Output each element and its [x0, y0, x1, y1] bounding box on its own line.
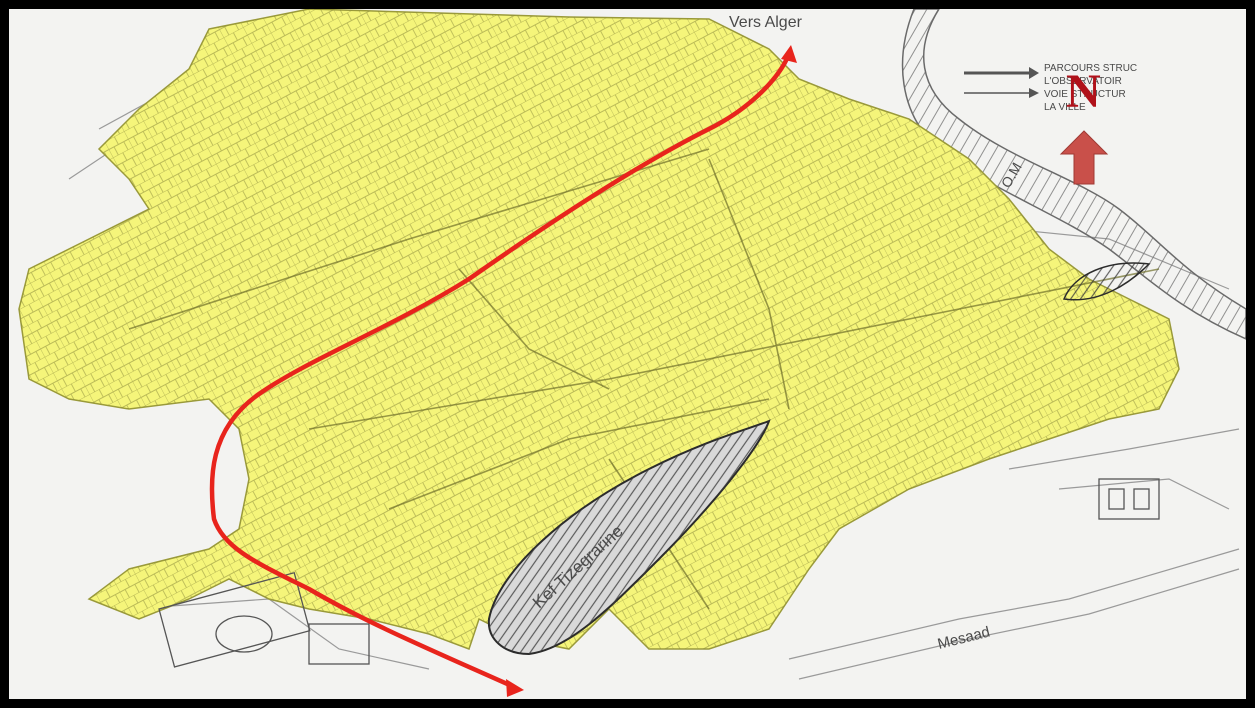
legend: PARCOURS STRUC L'OBSERVATOIR VOIE STRUCT…: [964, 63, 1137, 113]
urban-blocks: [19, 9, 1179, 649]
north-arrow-icon: [1059, 130, 1109, 185]
stadium-complex: [158, 571, 370, 668]
town-map: O.M Kef Tizegrarine Mesaad Vers Alger: [18, 9, 1246, 697]
legend-line-1: PARCOURS STRUC: [1044, 63, 1137, 74]
legend-line-4: LA VILLE: [1044, 102, 1086, 113]
legend-line-2: L'OBSERVATOIR: [1044, 76, 1122, 87]
legend-line-3: VOIE STRUCTUR: [1044, 89, 1126, 100]
route-arrowhead-south: [506, 679, 524, 697]
structuring-route: [209, 51, 792, 690]
legend-arrowhead-1: [1029, 67, 1039, 79]
north-letter: N: [1066, 65, 1101, 118]
vers-alger-label: Vers Alger: [729, 14, 803, 31]
route-arrowhead-north: [781, 45, 797, 63]
hill-contours: [488, 421, 769, 654]
legend-arrowhead-2: [1029, 88, 1039, 98]
buildings-east: [1098, 478, 1160, 520]
mesaad-label: Mesaad: [936, 623, 992, 652]
small-hill: [1062, 262, 1151, 301]
